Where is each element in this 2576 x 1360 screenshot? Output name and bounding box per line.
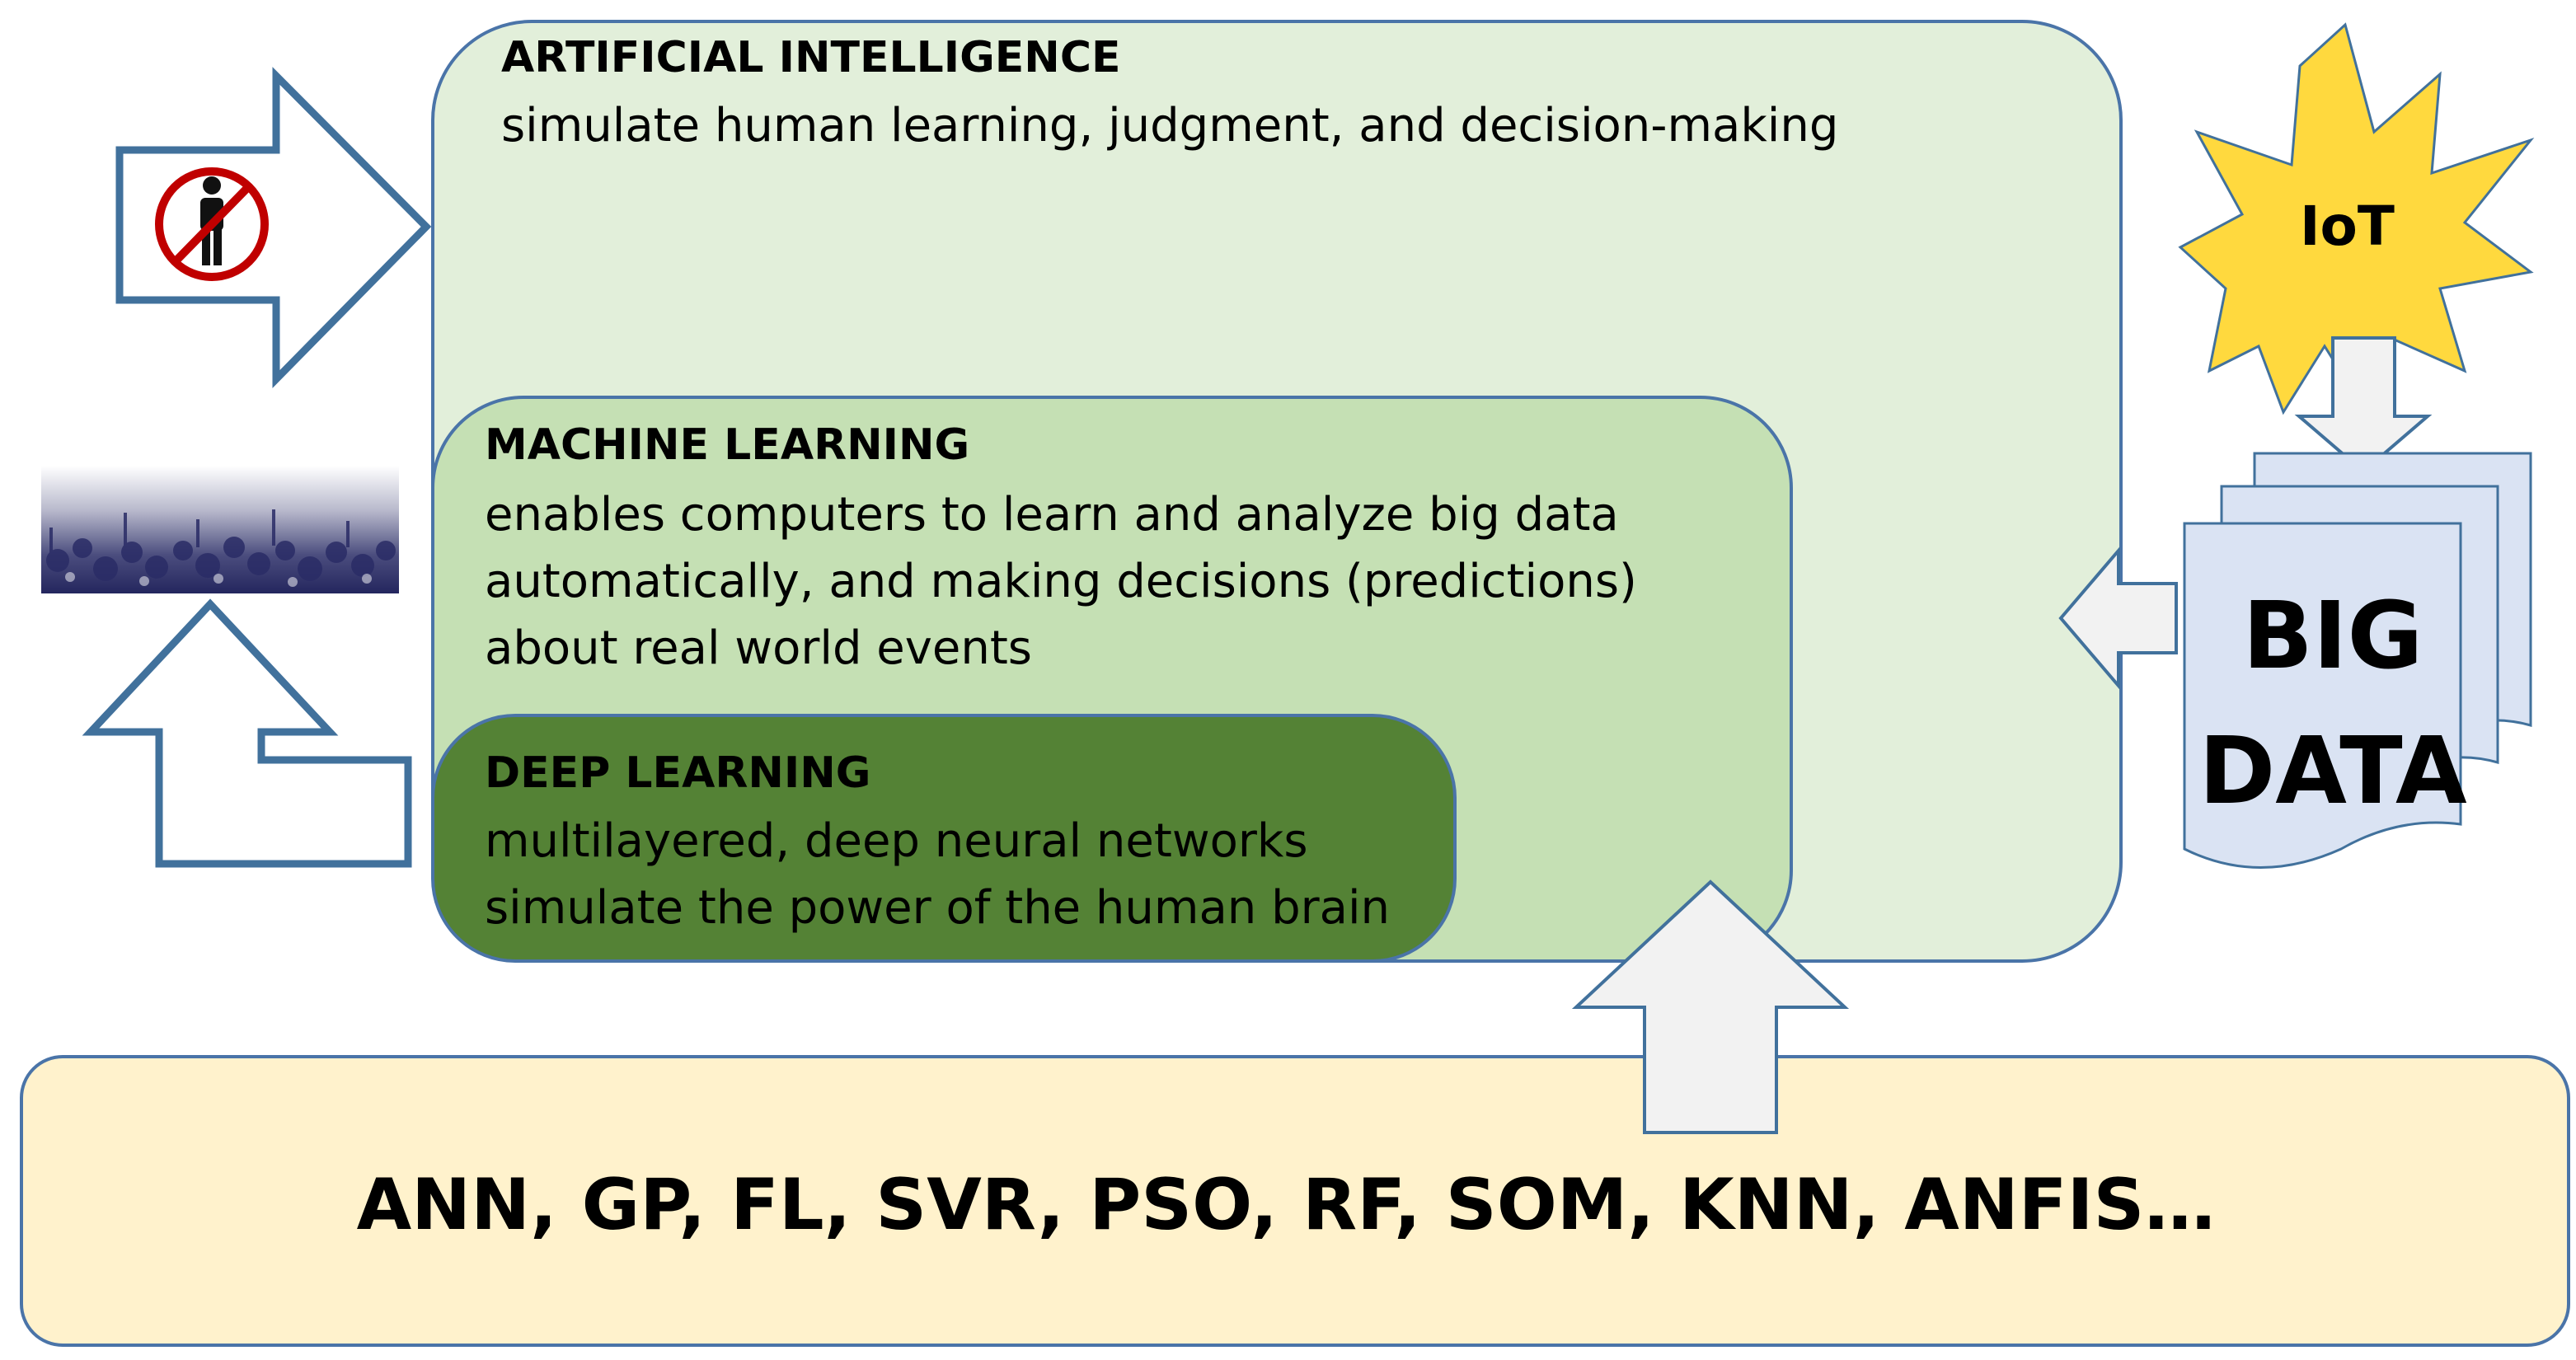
dl-box bbox=[431, 714, 1457, 963]
ai-title: ARTIFICIAL INTELLIGENCE bbox=[501, 33, 1121, 82]
iot-label: IoT bbox=[2300, 195, 2395, 258]
ml-title: MACHINE LEARNING bbox=[485, 420, 970, 470]
big-data-label-line: DATA bbox=[2198, 718, 2467, 825]
arrow-up-bent-icon bbox=[82, 598, 412, 868]
big-data-label-line: BIG bbox=[2242, 583, 2424, 690]
arrow-down-icon bbox=[2294, 336, 2433, 474]
ml-description: enables computers to learn and analyze b… bbox=[485, 481, 1637, 682]
ai-description: simulate human learning, judgment, and d… bbox=[501, 99, 1839, 152]
big-data-label: BIG DATA bbox=[2193, 569, 2473, 839]
ml-description-line: about real world events bbox=[485, 621, 1032, 675]
methods-box bbox=[20, 1055, 2570, 1347]
stacked-documents-icon bbox=[2183, 452, 2532, 869]
arrow-up-icon bbox=[1571, 879, 1850, 1134]
dl-description: multilayered, deep neural networks simul… bbox=[485, 808, 1390, 941]
arrow-left-icon bbox=[2058, 546, 2178, 691]
arrow-right-icon bbox=[115, 67, 432, 388]
crowd-image bbox=[41, 466, 399, 593]
ml-description-line: enables computers to learn and analyze b… bbox=[485, 488, 1619, 542]
ml-description-line: automatically, and making decisions (pre… bbox=[485, 555, 1637, 608]
dl-description-line: multilayered, deep neural networks bbox=[485, 814, 1308, 868]
dl-title: DEEP LEARNING bbox=[485, 748, 871, 798]
methods-label: ANN, GP, FL, SVR, PSO, RF, SOM, KNN, ANF… bbox=[356, 1164, 2216, 1246]
dl-description-line: simulate the power of the human brain bbox=[485, 881, 1391, 935]
no-human-prohibition-icon bbox=[155, 167, 269, 281]
